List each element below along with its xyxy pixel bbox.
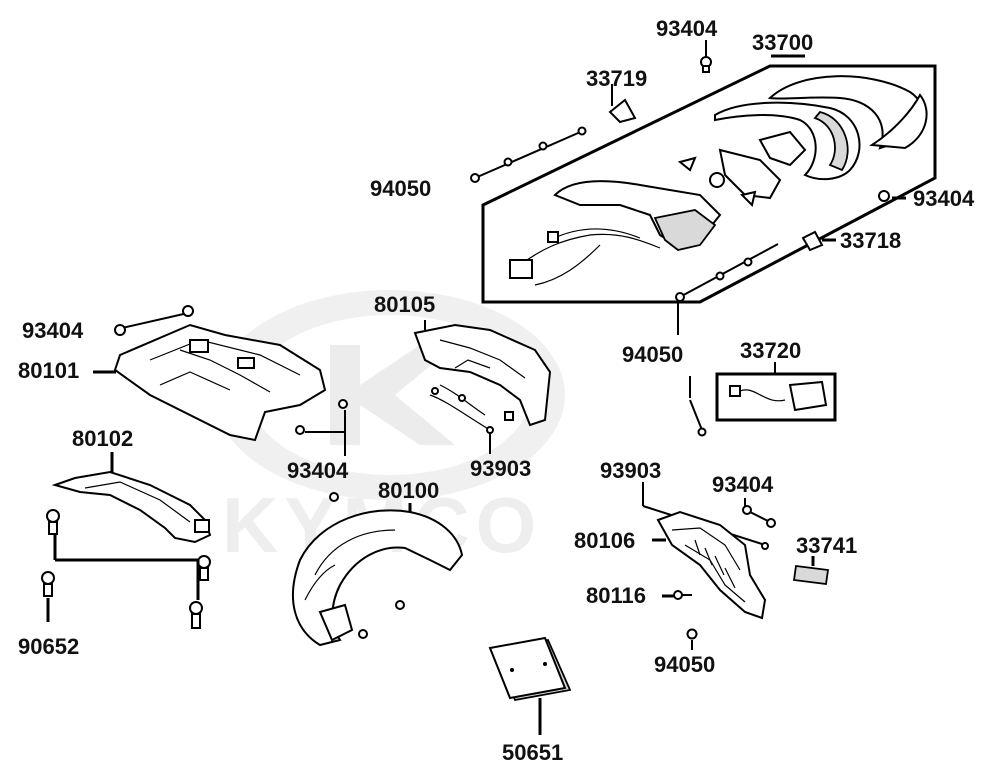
label-80116: 80116 <box>586 583 646 608</box>
cover-80101 <box>113 323 327 442</box>
label-93404-center: 93404 <box>287 458 349 483</box>
label-93404-lower: 93404 <box>712 472 774 497</box>
label-93903-right: 93903 <box>600 458 661 483</box>
label-94050-mid: 94050 <box>622 342 683 367</box>
label-50651: 50651 <box>502 740 563 765</box>
label-33719: 33719 <box>586 66 647 91</box>
label-33741: 33741 <box>796 533 857 558</box>
label-93903-center: 93903 <box>470 456 531 481</box>
bolt-93404-top <box>700 40 712 73</box>
fender-80100 <box>292 492 464 647</box>
plate-holder-80106 <box>656 510 767 620</box>
reflector-33741 <box>792 556 830 586</box>
part-33719 <box>608 84 637 124</box>
label-80106: 80106 <box>574 528 635 553</box>
tail-light-assembly <box>481 64 937 304</box>
label-93404-left: 93404 <box>22 318 84 343</box>
screws-94050-mid <box>675 243 779 335</box>
label-80105: 80105 <box>374 292 435 317</box>
label-33720: 33720 <box>740 338 801 363</box>
label-80100: 80100 <box>378 478 439 503</box>
bolt-93404-right <box>878 190 906 202</box>
label-94050-bottom: 94050 <box>654 652 715 677</box>
screw-94050-mid-bottom <box>689 376 707 437</box>
screw-94050-bottom <box>686 628 698 650</box>
clips-90652 <box>41 509 211 629</box>
label-33718: 33718 <box>840 228 901 253</box>
part-33718 <box>801 230 836 252</box>
bolts-93404-center <box>295 399 348 456</box>
pad-50651 <box>488 636 572 735</box>
label-94050-left: 94050 <box>370 176 431 201</box>
label-80102: 80102 <box>72 426 133 451</box>
label-33700: 33700 <box>752 30 813 55</box>
license-light-33720 <box>715 362 837 422</box>
screws-94050-left <box>470 126 587 183</box>
bracket-80105 <box>413 320 552 454</box>
label-93404-top: 93404 <box>656 16 718 41</box>
bracket-80102 <box>51 452 212 544</box>
bolt-93404-lower <box>742 498 776 528</box>
bolt-80116 <box>662 590 692 600</box>
label-80101: 80101 <box>18 358 79 383</box>
label-90652: 90652 <box>18 634 79 659</box>
label-93404-right: 93404 <box>913 186 975 211</box>
bolt-93404-left <box>114 305 194 336</box>
